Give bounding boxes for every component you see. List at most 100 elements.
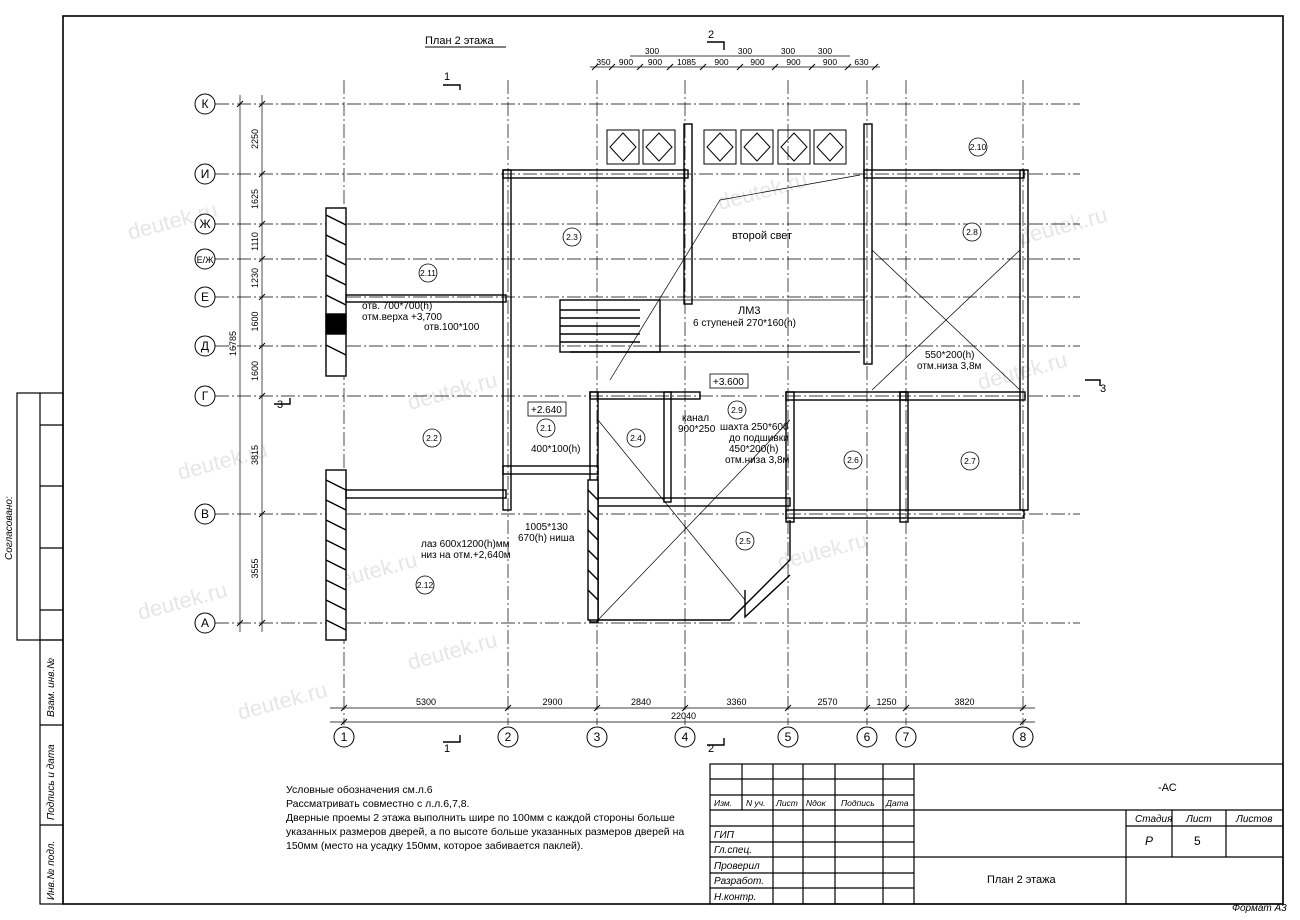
channel-label: 900*250 bbox=[678, 424, 716, 435]
dimension-value: 1110 bbox=[250, 232, 260, 251]
room-number: 2.6 bbox=[847, 455, 859, 465]
opening-label: 550*200(h) bbox=[925, 350, 974, 361]
room-number: 2.3 bbox=[566, 232, 578, 242]
grid-axis-label: 7 bbox=[903, 730, 910, 744]
general-notes: Условные обозначения см.л.6 Рассматриват… bbox=[286, 783, 706, 853]
grid-axis-bubble bbox=[1012, 726, 1034, 748]
dimension-value: 300 bbox=[738, 46, 752, 56]
title-block bbox=[709, 763, 1284, 905]
watermark: deutek.ru bbox=[405, 367, 500, 415]
channel-label: канал bbox=[682, 413, 709, 424]
tb-sheets-label: Листов bbox=[1235, 814, 1272, 825]
skylight bbox=[703, 129, 737, 165]
opening-label: отв. 700*700(h) bbox=[362, 301, 432, 312]
stair-steps: 6 ступеней 270*160(h) bbox=[693, 318, 796, 329]
walls bbox=[325, 123, 1029, 641]
grid-axis-label: 3 bbox=[594, 730, 601, 744]
dimension-value: 900 bbox=[786, 57, 800, 67]
grid-axis-bubble bbox=[194, 286, 216, 308]
overall-height: 16785 bbox=[228, 331, 238, 356]
dimension-value: 1250 bbox=[876, 697, 896, 707]
room-number: 2.7 bbox=[964, 456, 976, 466]
skylight bbox=[780, 132, 808, 162]
hatch-label: лаз 600x1200(h)мм bbox=[421, 539, 510, 550]
grid-axis-label: 1 bbox=[341, 730, 348, 744]
watermark: deutek.ru bbox=[135, 577, 230, 625]
room-number: 2.11 bbox=[420, 268, 436, 278]
section-mark: 3 bbox=[277, 399, 283, 411]
dimension-value: 2570 bbox=[817, 697, 837, 707]
stamp-inv: Инв.№ подл. bbox=[46, 841, 57, 900]
tb-sheet-label: Лист bbox=[1185, 814, 1212, 825]
overall-width: 22040 bbox=[671, 711, 696, 721]
dimension-value: 3555 bbox=[250, 558, 260, 578]
watermarks: deutek.ru deutek.ru deutek.ru deutek.ru … bbox=[125, 167, 1110, 725]
skylight bbox=[642, 129, 676, 165]
section-mark: 2 bbox=[708, 29, 714, 41]
grid-axis-label: 6 bbox=[864, 730, 871, 744]
dimension-value: 900 bbox=[648, 57, 662, 67]
note-line: Условные обозначения см.л.6 bbox=[286, 784, 433, 796]
section-mark: 1 bbox=[444, 743, 450, 755]
stamp-agreed: Согласовано: bbox=[4, 496, 15, 560]
dimension-value: 3815 bbox=[250, 445, 260, 465]
room-tag bbox=[735, 531, 755, 551]
hatch-label: низ на отм.+2,640м bbox=[421, 550, 511, 561]
tb-sheet: 5 bbox=[1194, 834, 1201, 848]
dimension-value: 3360 bbox=[726, 697, 746, 707]
room-number: 2.10 bbox=[970, 142, 987, 152]
second-light-label: второй свет bbox=[732, 230, 792, 242]
dimension-value: 2900 bbox=[542, 697, 562, 707]
grid-axis-bubble bbox=[497, 726, 519, 748]
dimension-value: 900 bbox=[750, 57, 764, 67]
grid-axis-label: 8 bbox=[1020, 730, 1027, 744]
niche-label: 1005*130 bbox=[525, 522, 568, 533]
watermark: deutek.ru bbox=[405, 627, 500, 675]
level-mark: +3.600 bbox=[713, 377, 744, 388]
dimension-value: 3820 bbox=[954, 697, 974, 707]
dimension-value: 1625 bbox=[250, 189, 260, 209]
dimension-value: 5300 bbox=[416, 697, 436, 707]
tb-col: Nдок bbox=[806, 798, 827, 808]
watermark: deutek.ru bbox=[235, 677, 330, 725]
tb-role: Гл.спец. bbox=[714, 845, 752, 856]
room-number: 2.8 bbox=[966, 227, 978, 237]
grid-axis-label: И bbox=[201, 167, 210, 181]
niche-label: 670(h) ниша bbox=[518, 533, 575, 544]
stair-label: ЛМ3 bbox=[738, 305, 761, 317]
grid-axis-bubble bbox=[194, 612, 216, 634]
grid-axis-bubble bbox=[194, 335, 216, 357]
skylight bbox=[813, 129, 847, 165]
room-tag bbox=[626, 428, 646, 448]
skylight bbox=[609, 132, 637, 162]
tb-col: Подпись bbox=[841, 798, 875, 808]
tb-code: -АС bbox=[1158, 782, 1177, 794]
skylight bbox=[645, 132, 673, 162]
grid-axis-bubble bbox=[194, 385, 216, 407]
side-stamp bbox=[16, 392, 64, 905]
room-number: 2.12 bbox=[417, 580, 434, 590]
dimension-value: 350 bbox=[596, 57, 610, 67]
dimension-value: 900 bbox=[619, 57, 633, 67]
shaft-label: шахта 250*600 bbox=[720, 422, 789, 433]
dimension-value: 300 bbox=[818, 46, 832, 56]
grid-axis-bubble bbox=[856, 726, 878, 748]
annotations: второй свет ЛМ3 6 ступеней 270*160(h) от… bbox=[362, 230, 982, 561]
tb-role: ГИП bbox=[714, 830, 735, 841]
room-number: 2.4 bbox=[630, 433, 642, 443]
watermark: deutek.ru bbox=[775, 527, 870, 575]
section-mark: 1 bbox=[444, 71, 450, 83]
tb-col: Дата bbox=[885, 798, 909, 808]
room-tag bbox=[422, 428, 442, 448]
room-number: 2.2 bbox=[426, 433, 438, 443]
grid-axis-bubble bbox=[194, 213, 216, 235]
dimension-value: 900 bbox=[823, 57, 837, 67]
room-tag bbox=[562, 227, 582, 247]
grid-axis-bubble bbox=[777, 726, 799, 748]
skylight bbox=[606, 129, 640, 165]
note-line: Дверные проемы 2 этажа выполнить шире по… bbox=[286, 812, 685, 852]
skylight bbox=[816, 132, 844, 162]
room-number: 2.1 bbox=[540, 423, 552, 433]
stamp-replaced: Взам. инв.№ bbox=[46, 658, 57, 717]
section-mark: 2 bbox=[708, 743, 714, 755]
